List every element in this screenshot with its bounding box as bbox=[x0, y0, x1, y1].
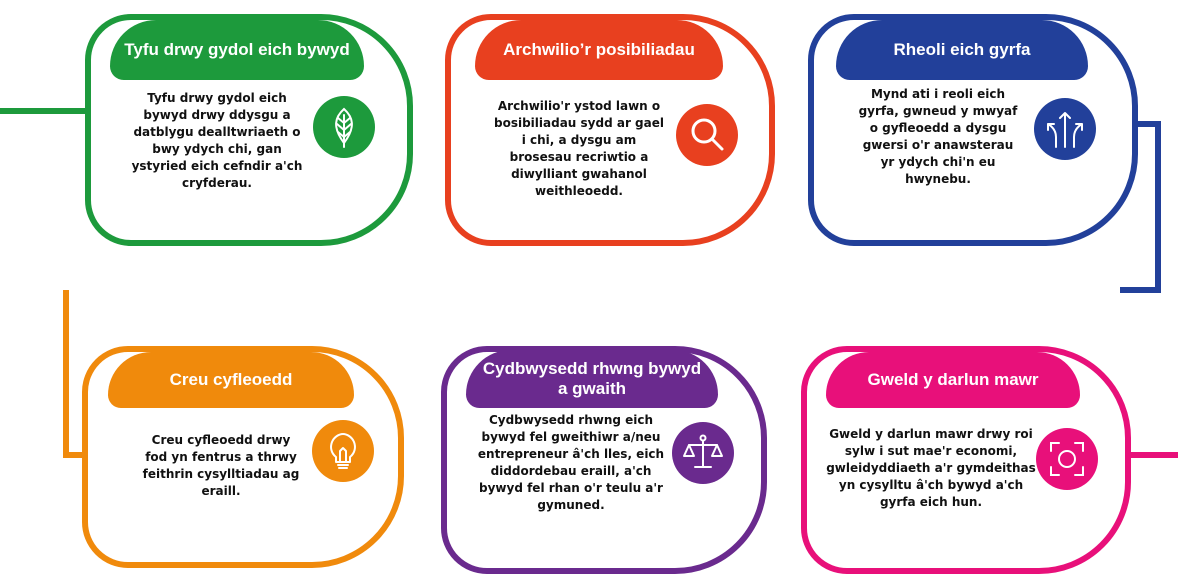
step-5-text: Cydbwysedd rhwng eich bywyd fel gweithiw… bbox=[477, 413, 665, 512]
step-2-icon-badge bbox=[676, 104, 738, 166]
leaf-icon bbox=[335, 107, 353, 148]
focus-frame-icon bbox=[1050, 442, 1084, 476]
lightbulb-icon bbox=[330, 433, 356, 469]
step-1-title: Tyfu drwy gydol eich bywyd bbox=[110, 20, 364, 80]
step-3-text: Mynd ati i reoli eich gyrfa, gwneud y mw… bbox=[858, 87, 1018, 186]
step-4-text: Creu cyfleoedd drwy fod yn fentrus a thr… bbox=[142, 433, 300, 498]
step-2-text: Archwilio'r ystod lawn o bosibiliadau sy… bbox=[494, 99, 664, 198]
step-5-title: Cydbwysedd rhwng bywyd a gwaith bbox=[466, 350, 718, 408]
step-6-title: Gweld y darlun mawr bbox=[826, 352, 1080, 408]
step-5-icon-badge bbox=[672, 422, 734, 484]
magnifier-icon bbox=[691, 118, 724, 151]
step-1-icon-badge bbox=[313, 96, 375, 158]
step-3-title: Rheoli eich gyrfa bbox=[836, 20, 1088, 80]
step-4-icon-badge bbox=[312, 420, 374, 482]
step-4-title: Creu cyfleoedd bbox=[108, 352, 354, 408]
step-2-title: Archwilio’r posibiliadau bbox=[475, 20, 723, 80]
step-6-icon-badge bbox=[1036, 428, 1098, 490]
connector-row-wrap-left bbox=[63, 290, 88, 458]
step-6-text: Gweld y darlun mawr drwy roi sylw i sut … bbox=[826, 427, 1036, 509]
split-arrows-icon bbox=[1047, 112, 1083, 148]
scales-icon bbox=[683, 434, 723, 468]
step-3-icon-badge bbox=[1034, 98, 1096, 160]
connector-row-wrap-right bbox=[1120, 121, 1161, 293]
step-1-text: Tyfu drwy gydol eich bywyd drwy ddysgu a… bbox=[131, 91, 303, 190]
